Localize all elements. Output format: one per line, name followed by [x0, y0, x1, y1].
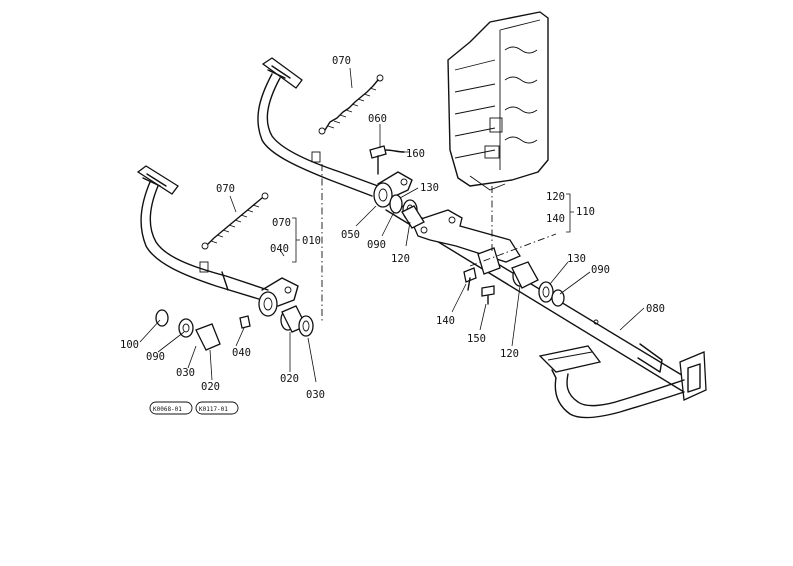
- callout-090-lower: 090: [146, 351, 165, 363]
- callout-090-right: 090: [591, 264, 610, 276]
- pedal-arm-lower: [136, 165, 299, 317]
- bushing-set-left: [155, 305, 314, 351]
- callout-130-lower: 130: [567, 253, 586, 265]
- callout-070-lower: 070: [216, 183, 235, 195]
- callout-120-lower: 120: [500, 348, 519, 360]
- bolt-140-150: [463, 267, 495, 305]
- callout-030-right: 030: [306, 389, 325, 401]
- bushing-set-right: [389, 194, 565, 307]
- callout-010: 010: [302, 235, 321, 247]
- reference-codes: K0068-01 K0117-01: [149, 401, 239, 415]
- callout-150: 150: [467, 333, 486, 345]
- reference-code-1: K0068-01: [153, 406, 182, 413]
- mount-bracket: [411, 209, 521, 275]
- reference-code-2: K0117-01: [199, 406, 228, 413]
- group-bracket-010: [292, 217, 300, 263]
- callout-070-top: 070: [332, 55, 351, 67]
- callout-020-right: 020: [280, 373, 299, 385]
- return-spring-upper: [318, 74, 384, 135]
- callout-140-bolt: 140: [436, 315, 455, 327]
- pedal-arm-upper: [257, 57, 413, 208]
- callout-050: 050: [341, 229, 360, 241]
- callout-060: 060: [368, 113, 387, 125]
- callout-100: 100: [120, 339, 139, 351]
- callout-070-group: 070: [272, 217, 291, 229]
- return-spring-lower: [201, 192, 269, 250]
- leader-lines: [139, 67, 645, 383]
- callout-030-lower: 030: [176, 367, 195, 379]
- callout-040-group: 040: [270, 243, 289, 255]
- callout-020-lower: 020: [201, 381, 220, 393]
- callout-090-upper: 090: [367, 239, 386, 251]
- adjuster-bolt: [369, 145, 405, 175]
- callout-140-bracket: 140: [546, 213, 565, 225]
- group-bracket-110: [566, 193, 574, 233]
- assembly-line-3: [469, 233, 557, 267]
- callout-120-upper: 120: [391, 253, 410, 265]
- callout-120-bracket: 120: [546, 191, 565, 203]
- callout-040-lower: 040: [232, 347, 251, 359]
- transmission-housing: [447, 11, 549, 191]
- callout-130-upper: 130: [420, 182, 439, 194]
- callout-110: 110: [576, 206, 595, 218]
- callout-080: 080: [646, 303, 665, 315]
- callout-160: 160: [406, 148, 425, 160]
- callout-labels: 070 060 160 130 050 090 120 120 140 110 …: [120, 55, 665, 401]
